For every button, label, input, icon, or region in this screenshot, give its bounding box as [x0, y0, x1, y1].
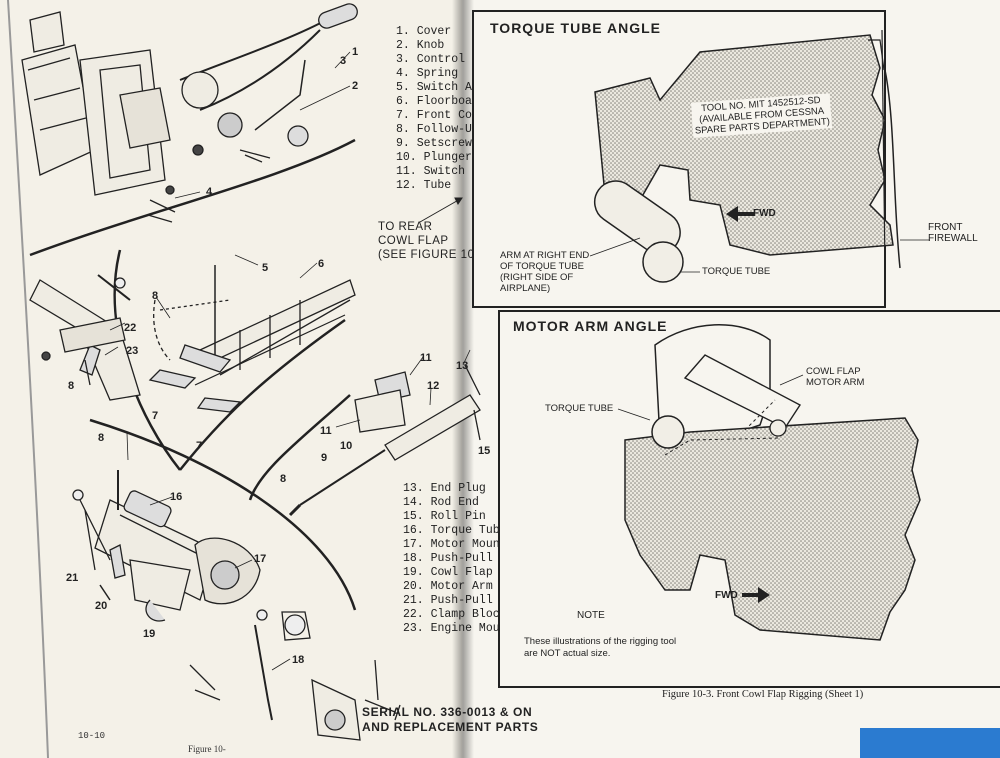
- book-gutter: [452, 0, 474, 758]
- front-firewall-label: FRONT FIREWALL: [928, 222, 978, 244]
- motor-arm-angle-title: MOTOR ARM ANGLE: [513, 318, 668, 334]
- callout-number: 12: [427, 380, 440, 392]
- rear-cowl-line-2: COWL FLAP: [378, 235, 449, 247]
- page-number: 10-10: [78, 731, 106, 741]
- callout-number: 5: [262, 262, 269, 274]
- firewall-line-1: FRONT: [928, 222, 963, 233]
- callout-number: 10: [340, 440, 353, 452]
- legend-top-item: 1. Cover: [396, 25, 452, 38]
- callout-number: 15: [478, 445, 491, 457]
- note-title: NOTE: [577, 610, 605, 621]
- callout-number: 1: [352, 46, 359, 58]
- fwd-label-bottom: FWD: [715, 590, 738, 601]
- callout-number: 4: [206, 186, 213, 198]
- to-rear-cowl-label: TO REAR COWL FLAP (SEE FIGURE 10-3): [378, 220, 490, 262]
- legend-bottom-item: 16. Torque Tube: [403, 524, 507, 537]
- callout-number: 9: [321, 452, 328, 464]
- callout-number: 18: [292, 654, 305, 666]
- note-text: These illustrations of the rigging tool …: [524, 636, 677, 659]
- left-figure-caption: Figure 10-: [188, 744, 226, 754]
- legend-top-item: 10. Plunger: [396, 151, 472, 164]
- callout-number: 8: [68, 380, 75, 392]
- callout-number: 21: [66, 572, 79, 584]
- arm-label-line-2: OF TORQUE TUBE: [500, 261, 584, 272]
- arm-label-line-3: (RIGHT SIDE OF: [500, 272, 574, 283]
- torque-tube-label-bottom: TORQUE TUBE: [545, 403, 614, 414]
- callout-number: 3: [340, 55, 347, 67]
- legend-top-item: 4. Spring: [396, 67, 459, 80]
- cowl-flap-motor-arm-label: COWL FLAP MOTOR ARM: [806, 366, 864, 388]
- cowl-label-line-2: MOTOR ARM: [806, 377, 865, 388]
- legend-bottom-item: 18. Push-Pull Tube: [403, 552, 528, 565]
- legend-top-item: 12. Tube: [396, 179, 452, 192]
- arm-at-right-end-label: ARM AT RIGHT END OF TORQUE TUBE (RIGHT S…: [500, 250, 589, 294]
- callout-number: 8: [152, 290, 159, 302]
- figure-caption: Figure 10-3. Front Cowl Flap Rigging (Sh…: [662, 689, 864, 700]
- callout-number: 23: [126, 345, 139, 357]
- rear-cowl-line-3: (SEE FIGURE 10-3): [378, 249, 491, 261]
- callout-number: 11: [420, 352, 432, 364]
- callout-number: 7: [196, 440, 203, 452]
- serial-number-note: SERIAL NO. 336-0013 & ON AND REPLACEMENT…: [362, 705, 538, 735]
- callout-number: 17: [254, 553, 267, 565]
- serial-line-1: SERIAL NO. 336-0013 & ON: [362, 705, 533, 719]
- callout-number: 8: [280, 473, 287, 485]
- serial-line-2: AND REPLACEMENT PARTS: [362, 720, 539, 734]
- callout-number: 11: [320, 425, 332, 437]
- arm-label-line-1: ARM AT RIGHT END: [500, 250, 590, 261]
- callout-number: 22: [124, 322, 137, 334]
- legend-bottom-item: 14. Rod End: [403, 496, 479, 509]
- callout-number: 13: [456, 360, 469, 372]
- legend-bottom-item: 23. Engine Mount: [403, 622, 514, 635]
- rear-cowl-line-1: TO REAR: [378, 221, 433, 233]
- callout-number: 8: [98, 432, 105, 444]
- cowl-label-line-1: COWL FLAP: [806, 366, 861, 377]
- legend-bottom-item: 22. Clamp Block: [403, 608, 507, 621]
- arm-label-line-4: AIRPLANE): [500, 283, 551, 294]
- legend-bottom-item: 20. Motor Arm: [403, 580, 493, 593]
- fwd-label-top: FWD: [753, 208, 776, 219]
- callout-number: 19: [143, 628, 156, 640]
- legend-top-item: 11. Switch: [396, 165, 466, 178]
- legend-top-item: 2. Knob: [396, 39, 445, 52]
- callout-number: 7: [152, 410, 159, 422]
- table-edge: [860, 728, 1000, 758]
- callout-number: 6: [318, 258, 325, 270]
- legend-bottom-item: 21. Push-Pull Tube: [403, 594, 528, 607]
- legend-bottom-item: 13. End Plug: [403, 482, 486, 495]
- torque-tube-angle-title: TORQUE TUBE ANGLE: [490, 20, 662, 36]
- legend-top-item: 9. Setscrew: [396, 137, 472, 150]
- torque-tube-label-top: TORQUE TUBE: [702, 266, 771, 277]
- callout-number: 2: [352, 80, 359, 92]
- legend-bottom-item: 15. Roll Pin: [403, 510, 486, 523]
- firewall-line-2: FIREWALL: [928, 233, 978, 244]
- callout-number: 16: [170, 491, 183, 503]
- callout-number: 20: [95, 600, 108, 612]
